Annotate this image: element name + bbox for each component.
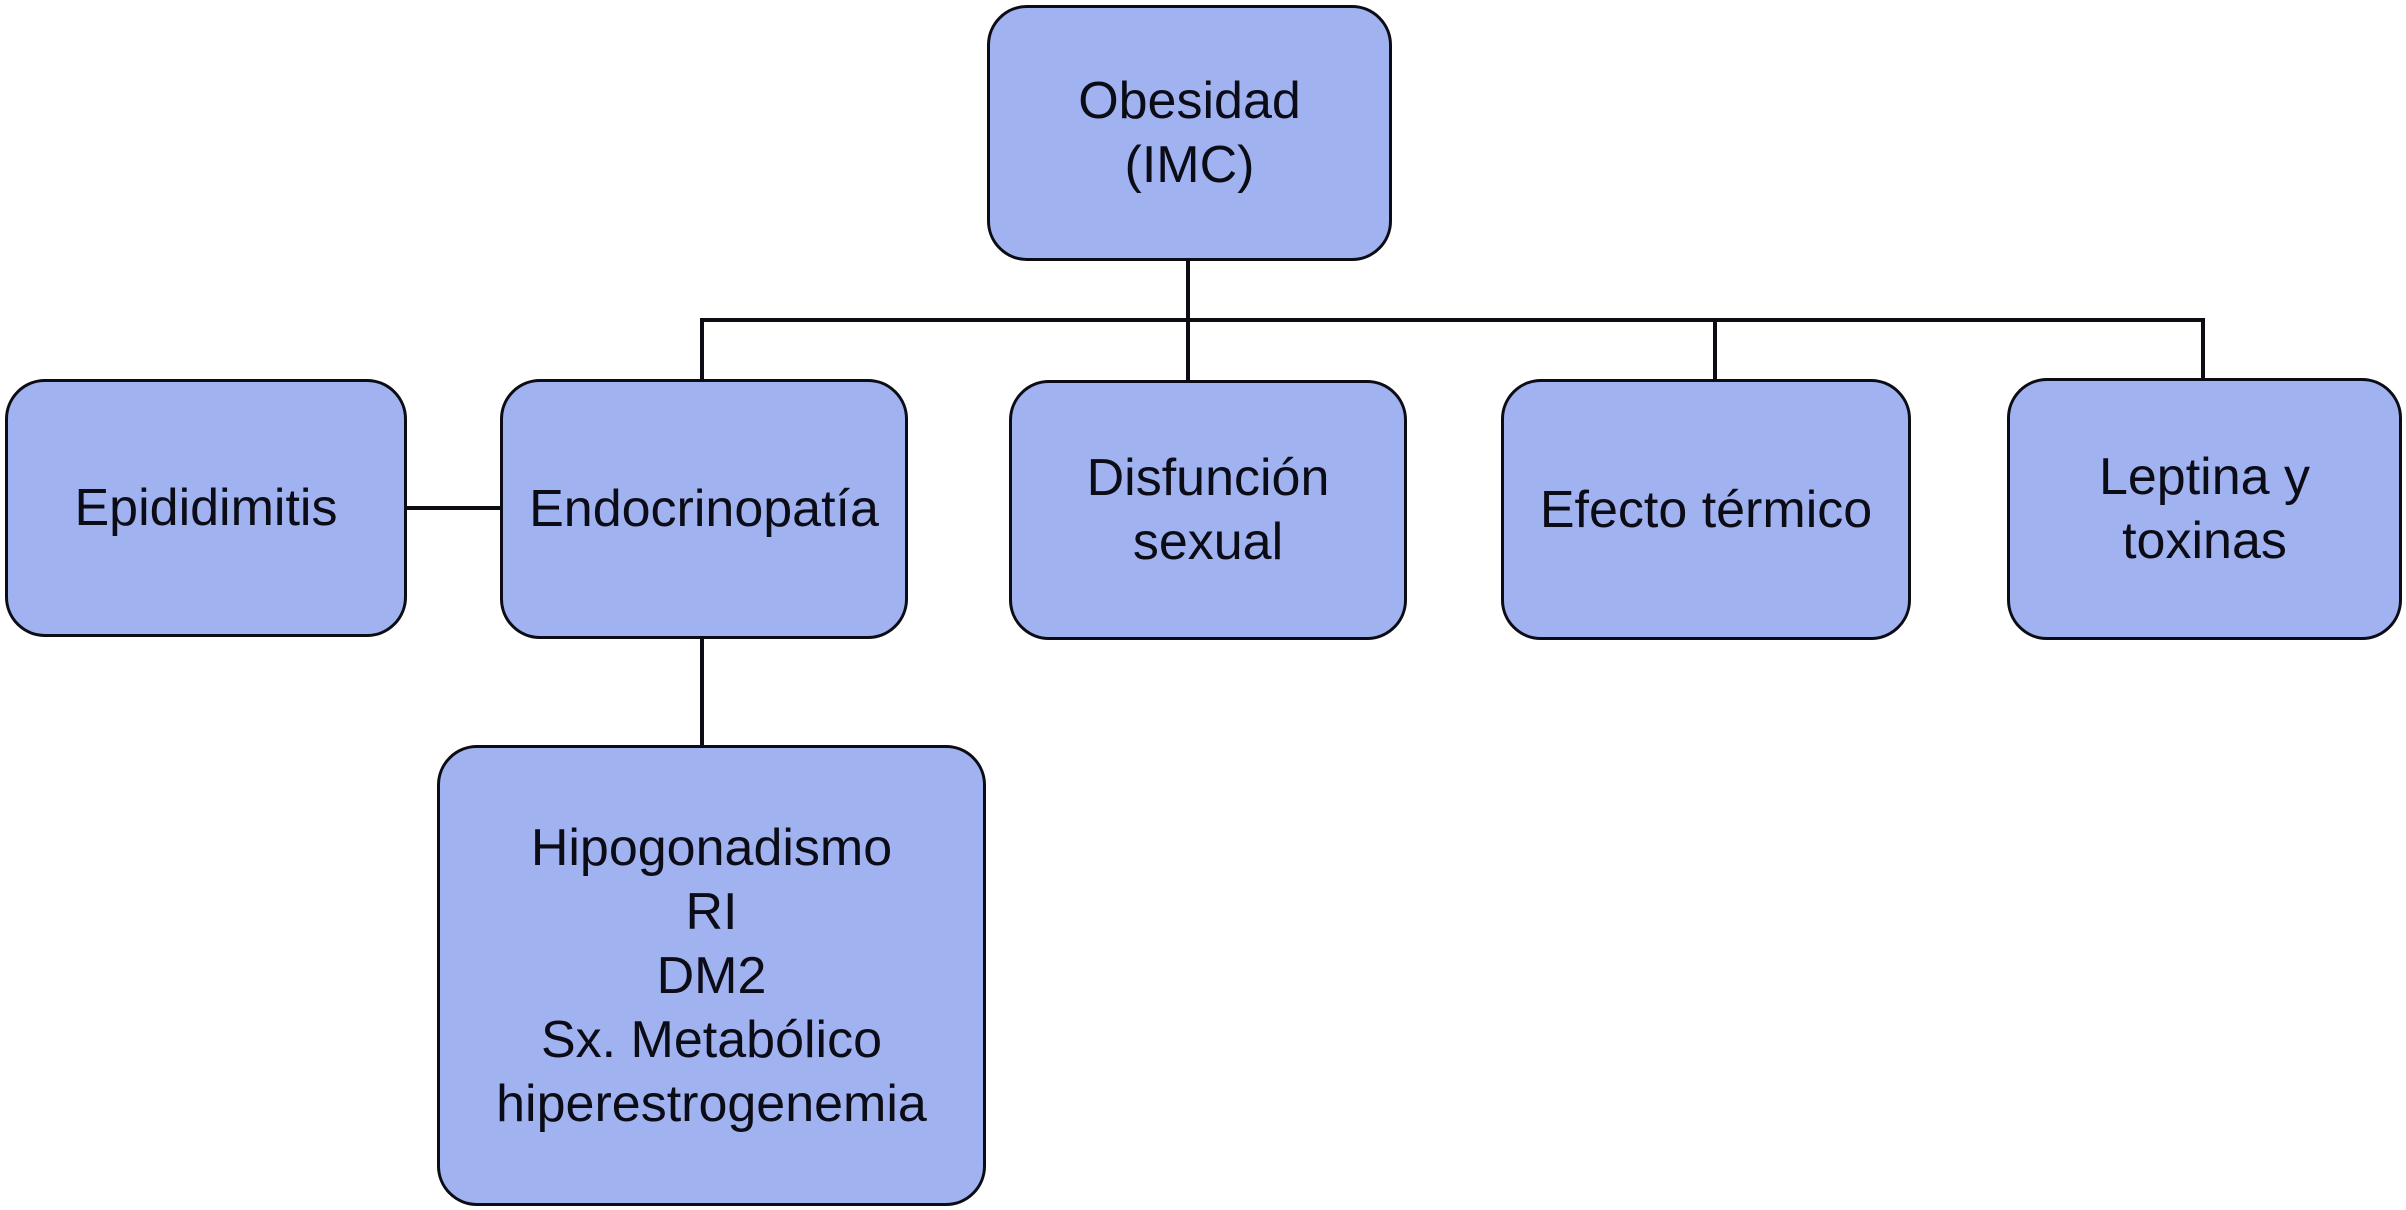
node-epididimitis: Epididimitis bbox=[5, 379, 407, 637]
node-endocrinopatia-detalle: Hipogonadismo RI DM2 Sx. Metabólico hipe… bbox=[437, 745, 986, 1206]
node-label-line: Sx. Metabólico bbox=[540, 1010, 883, 1069]
node-label-line: sexual bbox=[1132, 513, 1284, 571]
node-label-line: Disfunción bbox=[1086, 449, 1330, 507]
node-label-line: Endocrinopatía bbox=[529, 480, 879, 538]
node-label-line: Epididimitis bbox=[74, 479, 338, 537]
node-label: Leptina y toxinas bbox=[2099, 445, 2310, 573]
connector-epididimitis-endocrinopatia bbox=[405, 506, 502, 510]
node-obesidad: Obesidad (IMC) bbox=[987, 5, 1392, 261]
connector-bus-to-endocrinopatia bbox=[700, 318, 704, 381]
node-label-line: (IMC) bbox=[1124, 136, 1255, 194]
node-label-line: Hipogonadismo bbox=[530, 818, 893, 877]
node-label: Efecto térmico bbox=[1540, 478, 1872, 542]
node-label: Endocrinopatía bbox=[529, 477, 879, 541]
node-label-line: hiperestrogenemia bbox=[496, 1074, 927, 1133]
node-label-line: RI bbox=[685, 882, 738, 941]
node-label: Obesidad (IMC) bbox=[1078, 69, 1301, 197]
connector-bus-to-leptina-toxinas bbox=[2201, 318, 2205, 381]
node-label-line: Obesidad bbox=[1078, 72, 1301, 130]
connector-bus-to-efecto-termico bbox=[1713, 318, 1717, 381]
node-label-line: toxinas bbox=[2122, 512, 2287, 570]
node-label: Epididimitis bbox=[75, 476, 338, 540]
node-disfuncion-sexual: Disfunción sexual bbox=[1009, 380, 1407, 640]
node-label-line: Leptina y bbox=[2098, 448, 2311, 506]
node-label-line: DM2 bbox=[656, 946, 767, 1005]
node-label-line: Efecto térmico bbox=[1539, 480, 1873, 539]
connector-endocrinopatia-to-detalle bbox=[700, 637, 704, 747]
connector-children-bus bbox=[702, 318, 2205, 322]
node-leptina-y-toxinas: Leptina y toxinas bbox=[2007, 378, 2402, 640]
node-label: Hipogonadismo RI DM2 Sx. Metabólico hipe… bbox=[496, 816, 927, 1136]
node-efecto-termico: Efecto térmico bbox=[1501, 379, 1911, 640]
node-label: Disfunción sexual bbox=[1087, 446, 1330, 574]
node-endocrinopatia: Endocrinopatía bbox=[500, 379, 908, 639]
